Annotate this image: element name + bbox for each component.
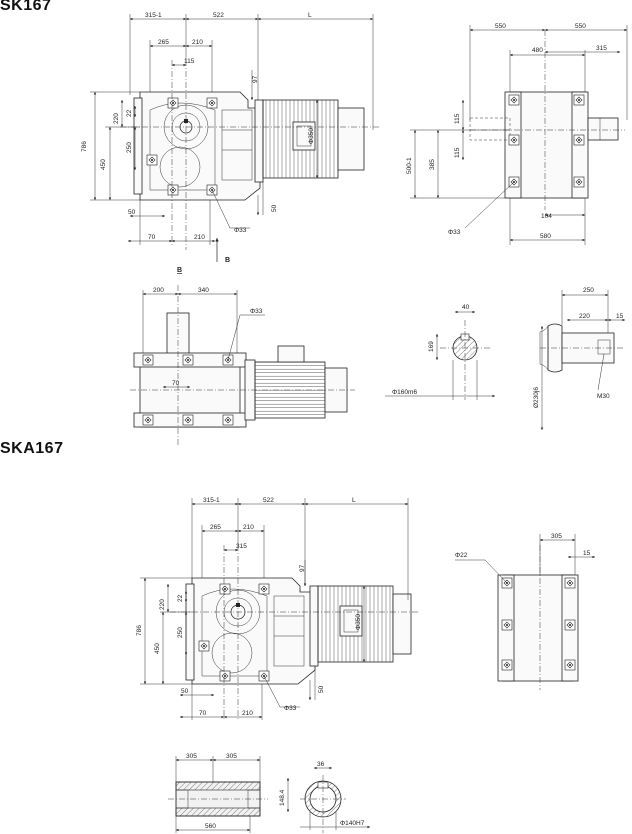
dim-210-top-ska: 210 [243, 524, 254, 531]
dim-50-left-ska: 50 [181, 688, 189, 695]
dim-phi22-side: Φ22 [455, 552, 468, 559]
ska167-bore-section: 36 148.4 Φ140H7 [279, 761, 370, 833]
dim-550-right: 550 [575, 23, 586, 30]
dim-522-ska: 522 [263, 497, 274, 504]
dim-210-bottom: 210 [194, 234, 205, 241]
dim-phi33-bottom: Φ33 [250, 308, 263, 315]
b-arrow-label: B [225, 257, 230, 264]
dim-50-right: 50 [271, 204, 278, 212]
dim-250-flange: 250 [583, 287, 594, 294]
sk167-shaft-section: 40 169 Φ160m6 [385, 304, 495, 400]
dim-148: 148.4 [279, 789, 286, 806]
dim-580: 580 [540, 233, 551, 240]
dim-phi33: Φ33 [234, 227, 247, 234]
dim-560: 560 [205, 823, 216, 830]
dim-phi160: Φ160m6 [392, 389, 417, 396]
dim-220-ska: 220 [159, 599, 166, 610]
dim-305-a: 305 [186, 753, 197, 760]
dim-220: 220 [113, 113, 120, 124]
dim-265-ska: 265 [210, 524, 221, 531]
dim-115-b: 115 [454, 147, 461, 158]
dim-315-small-ska: 315 [236, 543, 247, 550]
dim-315-ska: 315-1 [203, 497, 220, 504]
dim-250-ska: 250 [177, 627, 184, 638]
dim-97-ska: 97 [299, 564, 306, 572]
dim-522: 522 [213, 12, 224, 19]
dim-220-flange: 220 [579, 313, 590, 320]
dim-15-flange: 15 [616, 313, 624, 320]
dim-70-bottom: 70 [172, 380, 180, 387]
dim-L-ska: L [352, 497, 356, 504]
dim-340: 340 [198, 287, 209, 294]
dim-phi33-side: Φ33 [448, 229, 461, 236]
ska167-title: SKA167 [0, 440, 64, 457]
dim-40: 40 [462, 304, 470, 311]
sk167-flange-shaft: 250 220 15 Ø230j6 M30 [533, 287, 625, 430]
dim-36: 36 [317, 761, 325, 768]
dim-104: 104 [541, 213, 552, 220]
dim-phi350-ska: Φ350 [355, 614, 362, 630]
dim-15-side: 15 [583, 550, 591, 557]
dim-22: 22 [126, 109, 133, 117]
b-section-label: B [177, 267, 182, 274]
dim-786-ska: 786 [136, 625, 143, 636]
dim-phi350: Φ350 [308, 128, 315, 144]
sk167-side-view: 550 550 480 315 115 115 385 500-1 104 58… [406, 23, 628, 245]
dim-305-side: 305 [551, 533, 562, 540]
dim-70-ska: 70 [199, 710, 207, 717]
dim-210-top: 210 [192, 39, 203, 46]
dim-m30: M30 [597, 393, 610, 400]
sk167-title: SK167 [0, 0, 52, 14]
dim-786: 786 [81, 141, 88, 152]
dim-210-bottom-ska: 210 [242, 710, 253, 717]
dim-phi33-ska: Φ33 [284, 705, 297, 712]
dim-phi230: Ø230j6 [533, 387, 540, 408]
dim-97: 97 [252, 75, 259, 83]
dim-L: L [308, 12, 312, 19]
ska167-hollow-shaft: 305 305 560 [168, 753, 268, 833]
dim-115: 115 [184, 58, 195, 65]
dim-450: 450 [100, 159, 107, 170]
dim-115-a: 115 [454, 113, 461, 124]
dim-250: 250 [126, 142, 133, 153]
dim-50-right-ska: 50 [318, 685, 325, 693]
dim-265: 265 [158, 39, 169, 46]
dim-305-b: 305 [226, 753, 237, 760]
dim-450-ska: 450 [154, 643, 161, 654]
ska167-front-view: 315-1 522 L 265 210 315 786 450 220 22 2… [136, 497, 420, 720]
dim-550-left: 550 [495, 23, 506, 30]
dim-480: 480 [532, 47, 543, 54]
dim-385: 385 [429, 159, 436, 170]
sk167-front-view: 315-1 522 L 265 210 115 786 450 220 22 2… [81, 12, 380, 274]
dim-70: 70 [148, 234, 156, 241]
dim-phi140: Φ140H7 [340, 820, 365, 827]
ska167-side-view: 305 15 Φ22 [455, 533, 595, 690]
sk167-bottom-view: 200 340 Φ33 70 [130, 285, 355, 445]
dim-315: 315-1 [145, 12, 162, 19]
dim-50-left: 50 [128, 209, 136, 216]
dim-200: 200 [153, 287, 164, 294]
dim-500: 500-1 [406, 157, 413, 174]
dim-22-ska: 22 [177, 594, 184, 602]
dim-169: 169 [428, 341, 435, 352]
dim-315-side: 315 [596, 45, 607, 52]
